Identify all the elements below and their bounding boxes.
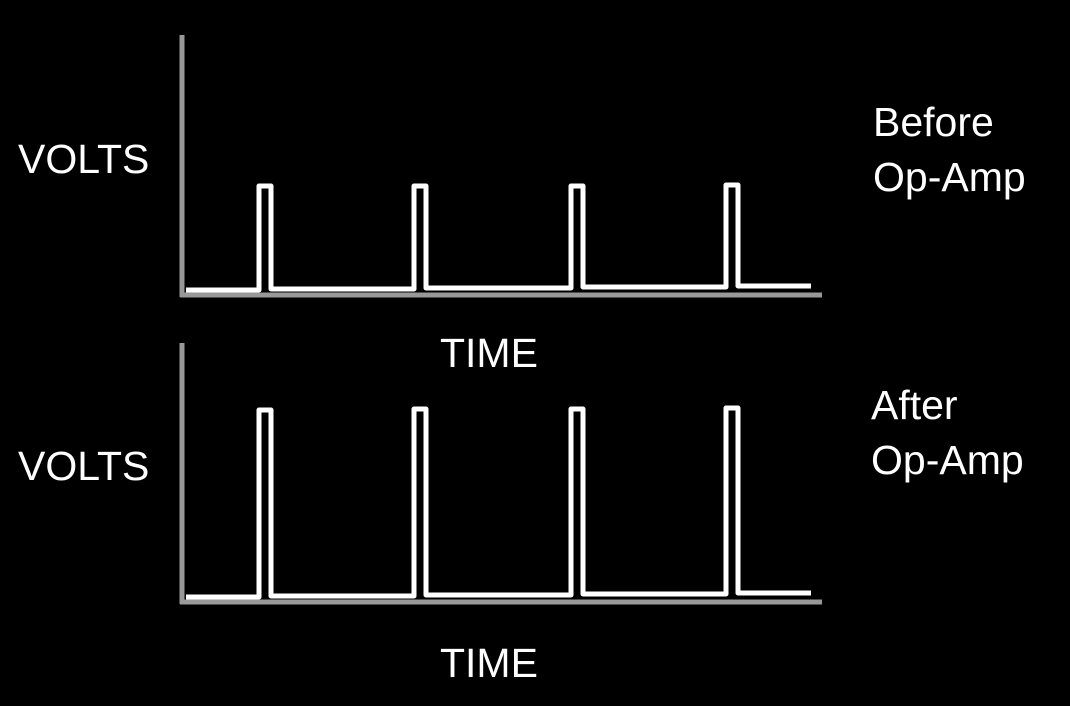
top-axes xyxy=(179,35,822,298)
bottom-caption: After Op-Amp xyxy=(871,378,1024,488)
top-x-axis-label: TIME xyxy=(440,330,538,376)
bottom-axes xyxy=(179,343,822,605)
top-caption-line2: Op-Amp xyxy=(873,154,1026,200)
bottom-caption-line2: Op-Amp xyxy=(871,437,1024,483)
bottom-caption-line1: After xyxy=(871,382,958,428)
top-caption: Before Op-Amp xyxy=(873,95,1026,205)
top-y-axis-label: VOLTS xyxy=(18,136,150,182)
bottom-pulse-signal xyxy=(186,405,811,600)
bottom-y-axis-label: VOLTS xyxy=(18,443,150,489)
top-pulse-signal xyxy=(186,182,811,293)
top-caption-line1: Before xyxy=(873,99,994,145)
bottom-x-axis-label: TIME xyxy=(440,640,538,686)
